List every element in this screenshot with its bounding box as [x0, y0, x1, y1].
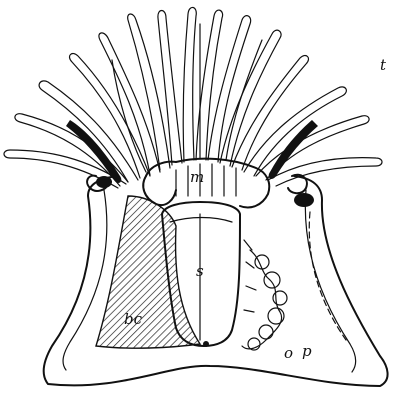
ovary [242, 240, 287, 350]
label-p: p [302, 342, 312, 360]
label-t: t [380, 56, 387, 74]
label-o: o [284, 344, 293, 362]
label-m: m [190, 168, 204, 186]
label-s: s [196, 262, 204, 280]
label-bc: bc [124, 310, 143, 328]
body-column [44, 176, 388, 386]
tentacles [4, 7, 382, 188]
